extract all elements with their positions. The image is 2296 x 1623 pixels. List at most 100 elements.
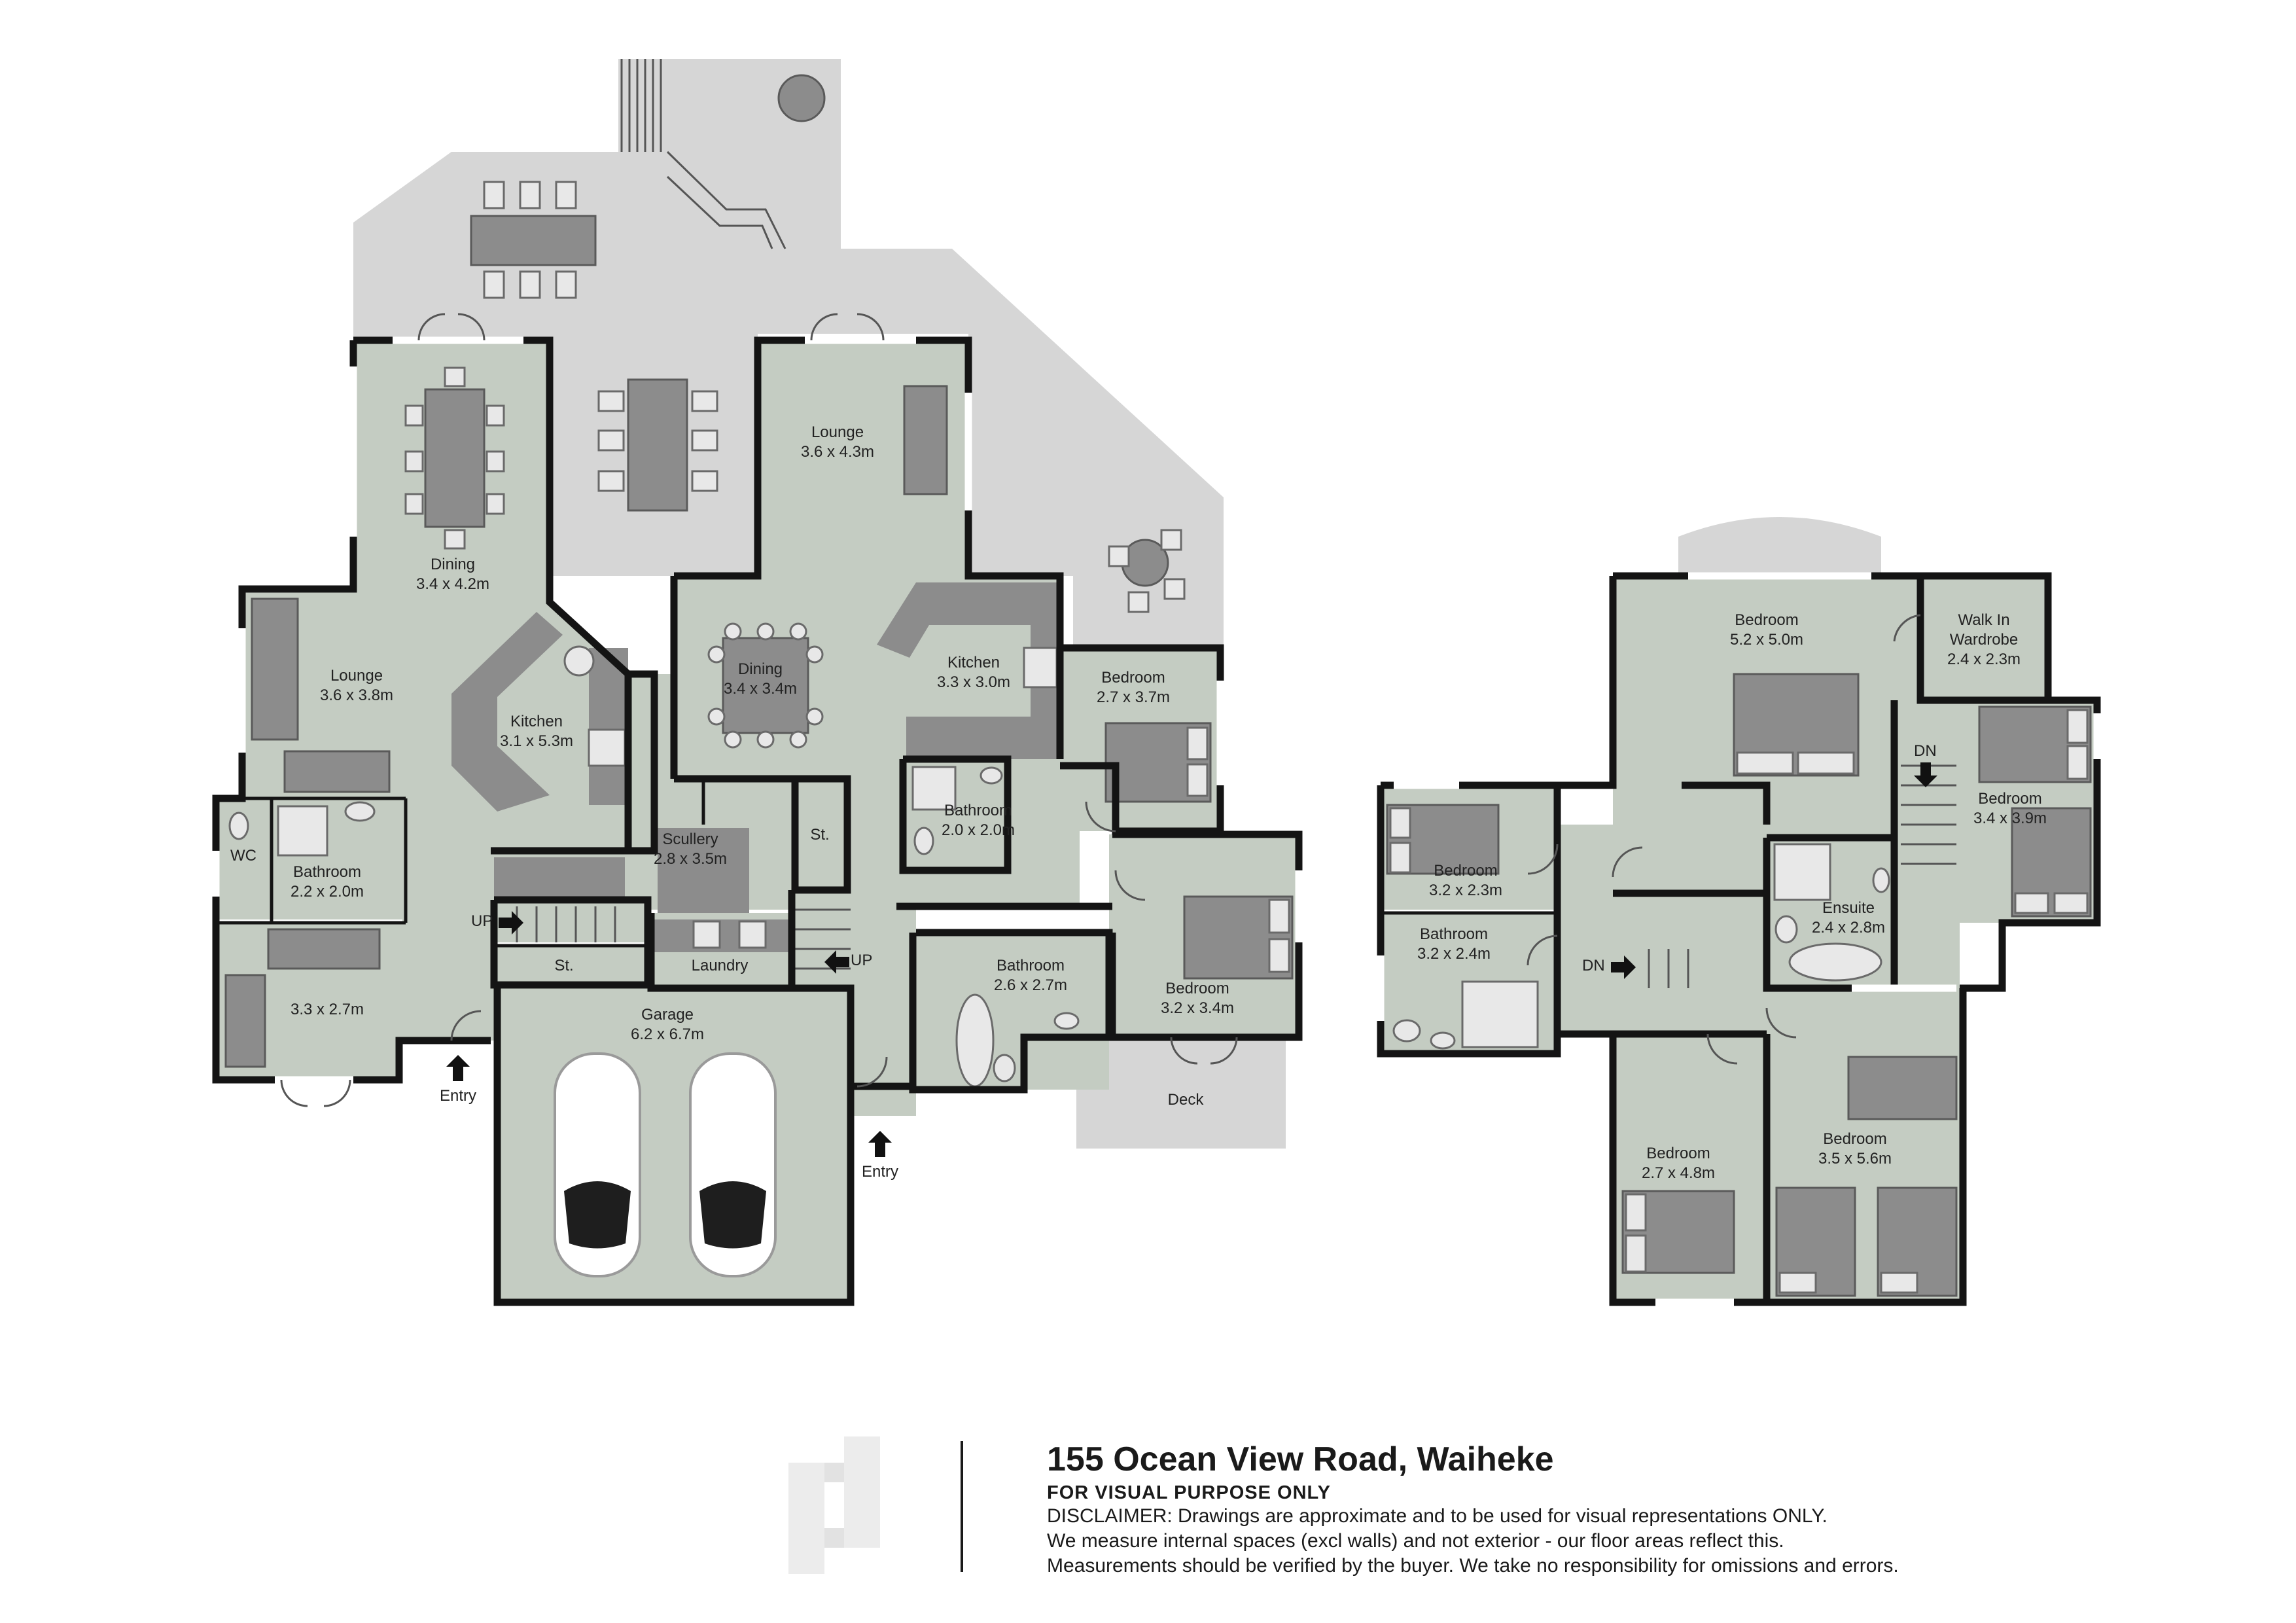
outdoor-table-2 [627, 378, 688, 512]
dim-bathroom-mid: 2.0 x 2.0m [942, 821, 1015, 839]
label-bed-u2: Bedroom [1434, 862, 1497, 880]
label-bed-u3: Bedroom [1646, 1145, 1710, 1162]
dim-kitchen-left: 3.1 x 5.3m [500, 732, 573, 750]
ensuite-bath [1788, 942, 1882, 982]
label-lounge-right: Lounge [811, 423, 864, 441]
dim-bed-u2: 3.2 x 2.3m [1429, 882, 1502, 899]
dim-ensuite: 2.4 x 2.8m [1812, 919, 1885, 936]
marker-entry-left: Entry [440, 1087, 476, 1105]
lounge-right-sofa [903, 385, 948, 495]
car-1 [554, 1052, 641, 1277]
round-table-deck [777, 74, 826, 122]
lounge-left-sofa-2 [283, 750, 391, 793]
arrow-right-icon [1611, 955, 1636, 979]
dim-bed-u3: 2.7 x 4.8m [1642, 1164, 1715, 1182]
label-bedroom-g1: Bedroom [1101, 669, 1165, 687]
label-bed-master: Bedroom [1735, 611, 1798, 629]
footer-divider [961, 1441, 963, 1572]
markers: UP UP DN DN Entry Entry [440, 742, 1937, 1181]
hall-right [851, 906, 916, 1116]
label-bed-u4: Bedroom [1823, 1130, 1886, 1148]
dim-family: 3.3 x 2.7m [291, 1001, 364, 1018]
visual-purpose-note: FOR VISUAL PURPOSE ONLY [1047, 1482, 1331, 1503]
property-address: 155 Ocean View Road, Waiheke [1047, 1440, 1554, 1478]
hall-left [402, 798, 494, 1041]
dim-dining-left: 3.4 x 4.2m [416, 575, 489, 593]
car-2 [689, 1052, 777, 1277]
label-deck: Deck [1168, 1091, 1205, 1109]
label-wardrobe-2: Wardrobe [1950, 631, 2018, 649]
dim-bath-u: 3.2 x 2.4m [1417, 945, 1491, 963]
store-a-room [792, 779, 847, 890]
label-wardrobe-1: Walk In [1958, 611, 2009, 629]
lounge-left-sofa [251, 597, 299, 741]
marker-up-left: UP [471, 912, 493, 930]
store-b-room [494, 946, 648, 985]
kitchen-left-bench [451, 612, 563, 812]
label-kitchen-right: Kitchen [947, 654, 1000, 671]
label-bath-u: Bathroom [1420, 925, 1488, 943]
label-dining-left: Dining [431, 556, 475, 573]
dim-scullery: 2.8 x 3.5m [654, 850, 727, 868]
marker-entry-right: Entry [862, 1163, 898, 1181]
arrow-up-icon [446, 1055, 470, 1081]
label-bedroom-g2: Bedroom [1165, 980, 1229, 997]
dining-left-table [424, 388, 486, 528]
dim-bed-master: 5.2 x 5.0m [1730, 631, 1803, 649]
arrow-left-icon [824, 950, 849, 974]
marker-dn-upper: DN [1582, 957, 1605, 974]
dim-wardrobe: 2.4 x 2.3m [1947, 651, 2021, 668]
label-laundry: Laundry [692, 957, 749, 974]
label-bathroom-mid: Bathroom [944, 802, 1012, 819]
label-store-a: St. [810, 826, 829, 844]
arrow-down-icon [1914, 762, 1937, 787]
dim-dining-right: 3.4 x 3.4m [724, 680, 797, 698]
room-labels: Dining 3.4 x 4.2m Lounge 3.6 x 3.8m Kitc… [230, 423, 2047, 1182]
dim-bedroom-g2: 3.2 x 3.4m [1161, 999, 1234, 1017]
arrow-right-icon [499, 911, 523, 935]
bathtub-g2 [955, 993, 995, 1088]
windows [212, 336, 2101, 1306]
label-garage: Garage [641, 1006, 694, 1024]
label-ensuite: Ensuite [1822, 899, 1875, 917]
label-wc: WC [230, 847, 256, 865]
doors [280, 313, 1921, 1107]
label-lounge-left: Lounge [330, 667, 383, 685]
disclaimer-line-1: DISCLAIMER: Drawings are approximate and… [1047, 1505, 1828, 1527]
dim-bathroom-left: 2.2 x 2.0m [291, 883, 364, 901]
family-sofa-1 [267, 928, 381, 970]
dim-lounge-right: 3.6 x 4.3m [801, 443, 874, 461]
label-bathroom-left: Bathroom [293, 863, 361, 881]
dim-garage: 6.2 x 6.7m [631, 1026, 704, 1043]
deck-stairs [620, 59, 786, 249]
disclaimer-line-3: Measurements should be verified by the b… [1047, 1555, 1899, 1577]
family-sofa-2 [224, 974, 266, 1068]
title-block: 155 Ocean View Road, Waiheke FOR VISUAL … [1047, 1440, 2028, 1578]
disclaimer-line-2: We measure internal spaces (excl walls) … [1047, 1530, 1784, 1552]
outdoor-table-1 [470, 215, 597, 266]
dim-bathroom-g2: 2.6 x 2.7m [994, 976, 1067, 994]
marker-dn-stair: DN [1914, 742, 1937, 760]
label-dining-right: Dining [738, 660, 783, 678]
dim-bedroom-g1: 2.7 x 3.7m [1097, 688, 1170, 706]
dim-bed-u4: 3.5 x 5.6m [1818, 1150, 1892, 1168]
bay-window-deck [1678, 517, 1881, 576]
dim-bed-u1: 3.4 x 3.9m [1973, 810, 2047, 827]
dim-lounge-left: 3.6 x 3.8m [320, 687, 393, 704]
stair-u-room [1894, 746, 1960, 988]
hall-centre [1008, 759, 1080, 910]
label-kitchen-left: Kitchen [510, 713, 563, 730]
stairs [516, 764, 1956, 988]
wardrobe-room [1920, 576, 2048, 700]
label-bed-u1: Bedroom [1978, 790, 2041, 808]
bed-u4-bed-1 [1847, 1056, 1958, 1120]
marker-up-right: UP [851, 952, 872, 969]
scullery-bench [658, 828, 749, 913]
furniture [224, 74, 2092, 1297]
rear-deck [1076, 1037, 1286, 1149]
label-store-b: St. [554, 957, 573, 974]
dim-kitchen-right: 3.3 x 3.0m [937, 673, 1010, 691]
label-bathroom-g2: Bathroom [997, 957, 1065, 974]
label-scullery: Scullery [662, 830, 718, 848]
